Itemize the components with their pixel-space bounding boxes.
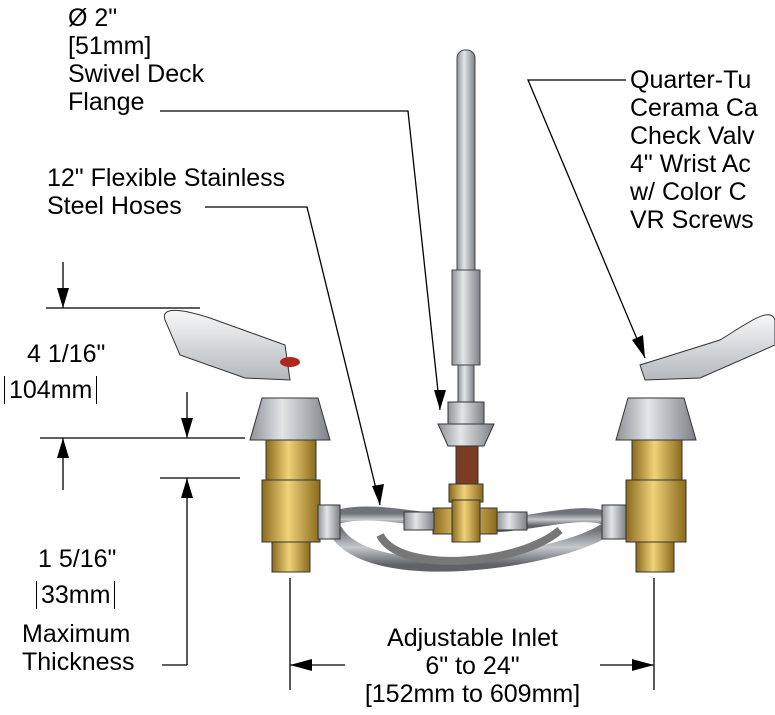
right-valve bbox=[601, 314, 775, 573]
leader-lines bbox=[160, 79, 646, 506]
flange-leader bbox=[160, 110, 441, 411]
thickness-metric: 33mm bbox=[36, 581, 116, 609]
tee-fitting bbox=[403, 499, 528, 543]
valve-label-line: Cerama Ca bbox=[630, 94, 758, 122]
flange-label-line: Flange bbox=[68, 88, 145, 116]
valve-label-line: 4" Wrist Ac bbox=[630, 150, 751, 178]
hoses-label: 12" Flexible Stainless Steel Hoses bbox=[47, 164, 285, 220]
flange-label-line: [51mm] bbox=[68, 32, 152, 60]
thickness-label: 1 5/16" bbox=[38, 545, 116, 573]
thickness-value: 1 5/16" bbox=[38, 545, 117, 573]
hose-leader bbox=[205, 206, 381, 506]
dimension-arrows bbox=[57, 288, 654, 671]
inlet-label-line: Adjustable Inlet bbox=[387, 624, 558, 652]
thickness-caption: Maximum Thickness bbox=[22, 620, 135, 676]
valve-label-line: VR Screws bbox=[630, 206, 754, 234]
thickness-caption-line: Thickness bbox=[22, 648, 135, 676]
thickness-mm: 33mm bbox=[36, 581, 116, 609]
inlet-label-line: 6" to 24" bbox=[425, 652, 520, 680]
handle-height-metric: 104mm bbox=[4, 376, 98, 404]
thickness-caption-line: Maximum bbox=[22, 620, 131, 648]
flange-label-line: Ø 2" bbox=[68, 4, 118, 32]
hoses-label-line: Steel Hoses bbox=[47, 192, 182, 220]
inlet-label-line: [152mm to 609mm] bbox=[364, 680, 581, 708]
handle-height-mm: 104mm bbox=[4, 376, 98, 404]
handle-height-value: 4 1/16" bbox=[27, 340, 106, 368]
leader-arrows bbox=[372, 335, 645, 505]
spout bbox=[437, 49, 495, 503]
valve-label-line: Check Valv bbox=[630, 122, 755, 150]
handle-height-label: 4 1/16" bbox=[27, 340, 105, 368]
left-valve bbox=[163, 309, 341, 573]
valve-label-line: Quarter-Tu bbox=[630, 66, 752, 94]
flange-label-line: Swivel Deck bbox=[68, 60, 205, 88]
valve-label: Quarter-Tu Cerama Ca Check Valv 4" Wrist… bbox=[630, 66, 758, 234]
hoses-label-line: 12" Flexible Stainless bbox=[47, 164, 286, 192]
valve-leader bbox=[527, 79, 646, 359]
flange-label: Ø 2" [51mm] Swivel Deck Flange bbox=[68, 4, 204, 116]
valve-label-line: w/ Color C bbox=[630, 178, 747, 206]
inlet-label: Adjustable Inlet 6" to 24" [152mm to 609… bbox=[340, 624, 605, 708]
